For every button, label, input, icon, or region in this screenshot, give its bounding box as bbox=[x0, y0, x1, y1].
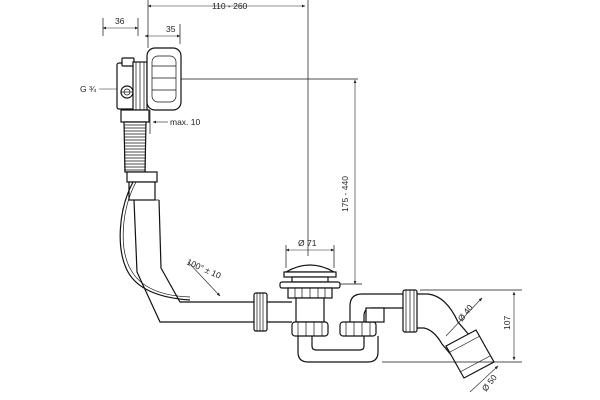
thread-label: G ¾ bbox=[80, 84, 97, 94]
dimension-36-label: 36 bbox=[115, 16, 125, 26]
outlet-diameter-label: Ø 40 bbox=[456, 302, 475, 323]
dimension-max-10: max. 10 bbox=[149, 110, 201, 134]
dimension-107: 107 bbox=[382, 289, 522, 363]
pipe-diameter-label: Ø 50 bbox=[480, 372, 499, 393]
waste-outlet: Ø 71 bbox=[279, 238, 341, 337]
overflow-head bbox=[116, 47, 358, 111]
dimension-175-440: 175 - 440 bbox=[340, 79, 362, 285]
flexible-hose bbox=[119, 109, 191, 301]
dimension-35: 35 bbox=[144, 24, 181, 44]
waste-diameter-label: Ø 71 bbox=[298, 238, 317, 248]
dimension-110-260-label: 110 - 260 bbox=[212, 1, 248, 11]
max-10-label: max. 10 bbox=[170, 117, 201, 127]
height-range-label: 175 - 440 bbox=[340, 176, 350, 212]
angle-label: 100° ± 10 bbox=[185, 257, 223, 281]
trap-height-label: 107 bbox=[502, 316, 512, 330]
trap bbox=[297, 293, 404, 363]
dimension-35-label: 35 bbox=[166, 24, 176, 34]
vertical-pipe: 100° ± 10 bbox=[133, 199, 258, 323]
dimension-110-260: 110 - 260 bbox=[147, 0, 309, 256]
union-nut-left bbox=[253, 292, 292, 332]
dimension-36: 36 bbox=[102, 16, 139, 36]
outlet-elbow bbox=[402, 289, 495, 379]
thread-callout: G ¾ bbox=[80, 84, 121, 94]
